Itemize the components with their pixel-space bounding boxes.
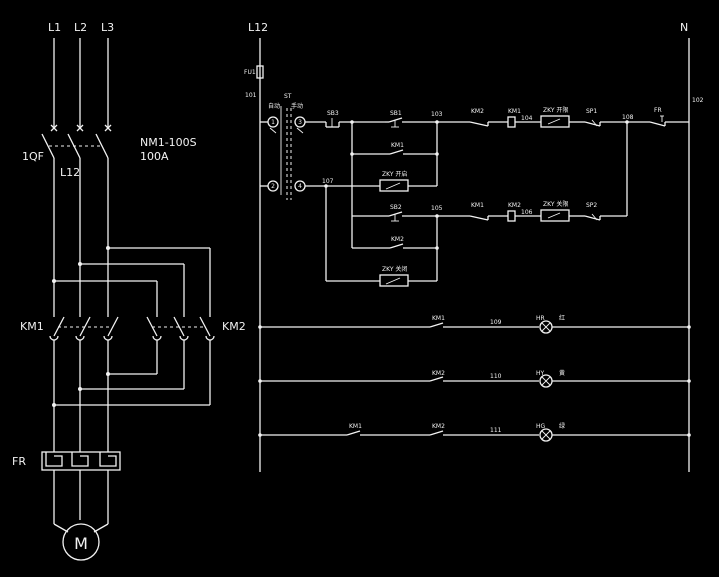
mode-auto-label: 自动 <box>268 102 280 110</box>
power-circuit: L1 L2 L3 1QF NM1-100S 100A L12 <box>12 21 246 561</box>
terminal-1 <box>267 116 279 128</box>
stop-button-label: SB3 <box>327 110 339 117</box>
wire-108-label: 108 <box>622 114 634 121</box>
rung-lamp-yellow: KM2 110 HY 黄 <box>258 369 691 388</box>
motor-label: M <box>74 534 88 553</box>
phase-l2-label: L2 <box>74 21 87 34</box>
coil-km1 <box>507 116 516 128</box>
wire-102-label: 102 <box>692 97 704 104</box>
breaker-tag-label: 1QF <box>22 150 44 163</box>
overload-relay-fr <box>41 451 121 471</box>
lamp-yellow-contact-label: KM2 <box>432 370 445 377</box>
wire-110-label: 110 <box>490 373 502 380</box>
valve-close-limit-label: ZKY 关限 <box>543 200 568 208</box>
contactor-km1 <box>49 316 119 341</box>
valve-open-limit-label: ZKY 开限 <box>543 106 568 114</box>
holding-km1: KM1 <box>351 122 438 155</box>
motor-feed-w-bend <box>93 523 109 533</box>
supply-line-label: L12 <box>248 21 268 34</box>
start-button-2-label: SB2 <box>390 204 402 211</box>
selector-switch-st: 自动 ST 手动 1 3 2 4 <box>260 93 306 200</box>
rung-forward: SB3 SB1 103 KM2 KM1 104 ZKY 开限 <box>305 106 689 128</box>
lamp-hg-label: HG <box>536 423 546 430</box>
limit-sp1-label: SP1 <box>586 108 597 115</box>
wire-105-label: 105 <box>431 205 443 212</box>
overload-contact-label: FR <box>654 107 662 114</box>
interlock-km2-label: KM2 <box>471 108 484 115</box>
contactor-km1-label: KM1 <box>20 320 44 333</box>
wire-103-label: 103 <box>431 111 443 118</box>
rung-lamp-green: KM1 KM2 111 HG 绿 <box>258 422 691 442</box>
svg-text:4: 4 <box>298 183 302 190</box>
limit-sp2-label: SP2 <box>586 202 597 209</box>
lamp-hr-label: HR <box>536 315 545 322</box>
lamp-hy-label: HY <box>536 370 545 377</box>
valve-close-label: ZKY 关闭 <box>382 265 407 273</box>
phase-l1-label: L1 <box>48 21 61 34</box>
selector-switch-label: ST <box>284 93 292 100</box>
reverse-output-bus <box>52 340 211 407</box>
motor-feed-u-bend <box>53 523 69 533</box>
reverse-input-bus <box>52 246 211 317</box>
phase-l3-label: L3 <box>101 21 114 34</box>
auto-close-path: ZKY 关闭 <box>325 186 439 287</box>
overload-relay-label: FR <box>12 455 26 468</box>
rung-lamp-red: KM1 109 HR 红 <box>258 314 691 334</box>
svg-text:1: 1 <box>271 119 275 126</box>
svg-text:2: 2 <box>271 183 275 190</box>
lamp-green-contact-km2-label: KM2 <box>432 423 445 430</box>
rung-reverse: SB2 105 KM1 KM2 106 ZKY 关限 SP2 <box>351 122 628 222</box>
terminal-2 <box>267 180 279 192</box>
contactor-km2 <box>146 316 215 341</box>
coil-km2 <box>507 210 516 222</box>
fuse-label: FU1 <box>244 69 256 76</box>
neutral-label: N <box>680 21 688 34</box>
wire-104-label: 104 <box>521 115 533 122</box>
fuse-symbol <box>256 65 264 79</box>
holding-km2: KM2 <box>351 216 438 249</box>
motor-symbol <box>62 523 100 561</box>
lamp-yellow-text: 黄 <box>559 369 565 377</box>
wire-107-label: 107 <box>322 178 334 185</box>
valve-open-label: ZKY 开启 <box>382 170 407 178</box>
lamp-green-contact-km1-label: KM1 <box>349 423 362 430</box>
holding-km1-label: KM1 <box>391 142 404 149</box>
mode-manual-label: 手动 <box>291 102 303 110</box>
wire-101-label: 101 <box>245 92 257 99</box>
lamp-red-contact-label: KM1 <box>432 315 445 322</box>
breaker-rating-label: 100A <box>140 150 169 163</box>
wire-109-label: 109 <box>490 319 502 326</box>
control-tap-label: L12 <box>60 166 80 179</box>
lamp-red-text: 红 <box>559 314 565 322</box>
interlock-km1-label: KM1 <box>471 202 484 209</box>
svg-text:3: 3 <box>298 119 302 126</box>
lamp-green-text: 绿 <box>559 422 565 430</box>
coil-km1-label: KM1 <box>508 108 521 115</box>
wire-106-label: 106 <box>521 209 533 216</box>
breaker-1qf <box>41 124 112 159</box>
auto-open-path: ZKY 开启 107 <box>305 152 439 192</box>
wire-111-label: 111 <box>490 427 502 434</box>
start-button-1-label: SB1 <box>390 110 402 117</box>
coil-km2-label: KM2 <box>508 202 521 209</box>
contactor-km2-label: KM2 <box>222 320 246 333</box>
breaker-model-label: NM1-100S <box>140 136 197 149</box>
holding-km2-label: KM2 <box>391 236 404 243</box>
control-circuit: L12 N FU1 101 102 自动 ST 手动 1 3 2 4 <box>244 21 704 472</box>
